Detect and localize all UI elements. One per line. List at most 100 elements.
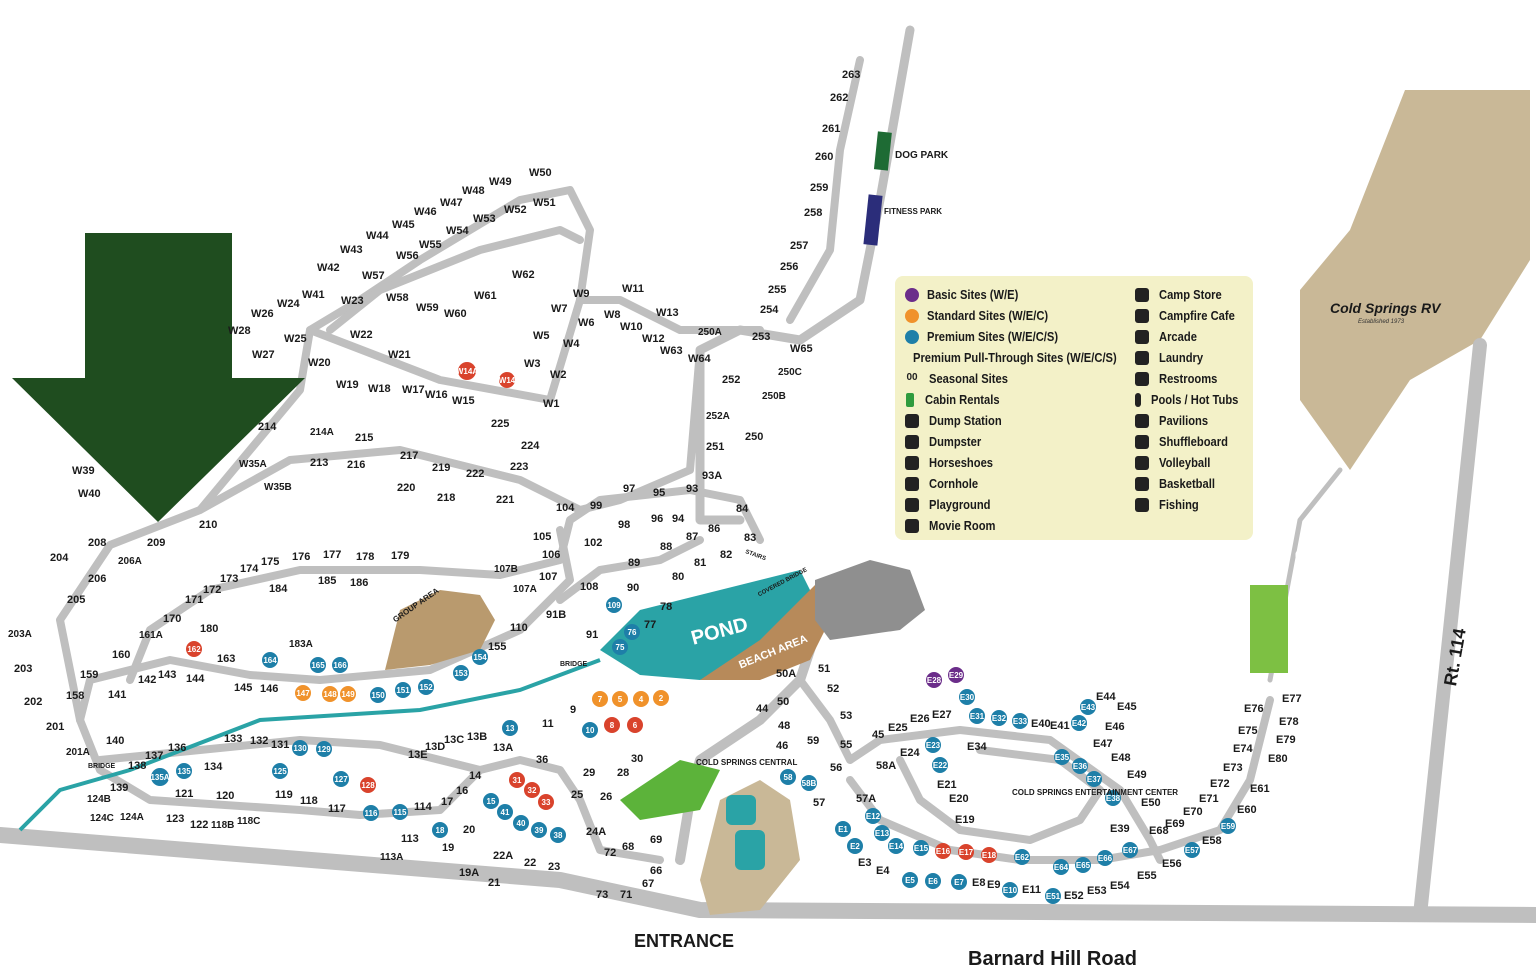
site-badge-blue[interactable]: E57 [1184, 842, 1200, 858]
site-badge-red[interactable]: W14 [499, 372, 516, 388]
site-badge-purple[interactable]: E29 [948, 667, 964, 683]
site-badge-blue[interactable]: 15 [483, 793, 499, 809]
site-badge-orange[interactable]: 147 [295, 685, 311, 701]
site-badge-orange[interactable]: 149 [340, 686, 356, 702]
site-badge-blue[interactable]: 76 [624, 624, 640, 640]
sports-field[interactable]: SPORTS FIELD [1250, 550, 1306, 673]
site-badge-blue[interactable]: E42 [1071, 715, 1087, 731]
site-badge-orange[interactable]: 4 [633, 691, 649, 707]
site-badge-blue[interactable]: 38 [550, 827, 566, 843]
site-badge-blue[interactable]: E62 [1014, 849, 1030, 865]
site-badge-blue[interactable]: E12 [865, 808, 881, 824]
site-badge-blue[interactable]: 166 [332, 657, 348, 673]
site-badge-blue[interactable]: E51 [1045, 888, 1061, 904]
site-label: 145 [234, 682, 252, 694]
site-badge-blue[interactable]: E23 [925, 737, 941, 753]
site-badge-blue[interactable]: 164 [262, 652, 278, 668]
site-badge-blue[interactable]: 109 [606, 597, 622, 613]
site-badge-blue[interactable]: 135 [176, 763, 192, 779]
site-badge-orange[interactable]: 5 [612, 691, 628, 707]
site-badge-blue[interactable]: E36 [1072, 758, 1088, 774]
badge-dot [925, 873, 941, 889]
site-badge-red[interactable]: E17 [958, 844, 974, 860]
site-badge-blue[interactable]: 153 [453, 665, 469, 681]
site-badge-blue[interactable]: E35 [1054, 749, 1070, 765]
site-badge-blue[interactable]: 58 [780, 769, 796, 785]
site-badge-blue[interactable]: 154 [472, 649, 488, 665]
site-badge-orange[interactable]: 148 [322, 686, 338, 702]
site-badge-red[interactable]: E18 [981, 847, 997, 863]
site-badge-blue[interactable]: E14 [888, 838, 904, 854]
site-badge-blue[interactable]: 130 [292, 740, 308, 756]
badge-text: E14 [889, 842, 904, 851]
site-badge-blue[interactable]: 10 [582, 722, 598, 738]
site-badge-blue[interactable]: 115 [392, 804, 408, 820]
site-badge-blue[interactable]: E65 [1075, 857, 1091, 873]
site-badge-red[interactable]: W14A [456, 362, 478, 380]
badge-dot [606, 597, 622, 613]
site-badge-orange[interactable]: 7 [592, 691, 608, 707]
site-badge-blue[interactable]: 151 [395, 682, 411, 698]
site-badge-blue[interactable]: 40 [513, 815, 529, 831]
site-badge-blue[interactable]: E2 [847, 838, 863, 854]
site-badge-blue[interactable]: E38 [1105, 790, 1121, 806]
site-badge-blue[interactable]: 127 [333, 771, 349, 787]
pool-2 [735, 830, 765, 870]
site-badge-red[interactable]: 128 [360, 777, 376, 793]
site-badge-blue[interactable]: E43 [1080, 699, 1096, 715]
site-label: 204 [50, 552, 69, 564]
site-badge-blue[interactable]: 13 [502, 720, 518, 736]
site-badge-blue[interactable]: E66 [1097, 850, 1113, 866]
site-badge-blue[interactable]: E1 [835, 821, 851, 837]
site-badge-red[interactable]: 6 [627, 717, 643, 733]
site-label: W61 [474, 290, 497, 302]
site-badge-purple[interactable]: E28 [926, 672, 942, 688]
site-badge-blue[interactable]: E7 [951, 874, 967, 890]
site-badge-red[interactable]: 8 [604, 717, 620, 733]
site-badge-blue[interactable]: E59 [1220, 818, 1236, 834]
site-badge-blue[interactable]: E37 [1086, 771, 1102, 787]
site-badge-blue[interactable]: E33 [1012, 713, 1028, 729]
site-label: 11 [542, 718, 554, 730]
site-badge-blue[interactable]: E31 [969, 708, 985, 724]
site-badge-red[interactable]: 33 [538, 794, 554, 810]
site-badge-blue[interactable]: 125 [272, 763, 288, 779]
site-badge-red[interactable]: 31 [509, 772, 525, 788]
site-badge-red[interactable]: 162 [186, 641, 202, 657]
site-badge-blue[interactable]: 165 [310, 657, 326, 673]
site-badge-blue[interactable]: 39 [531, 822, 547, 838]
dog-park[interactable] [873, 131, 892, 171]
site-badge-blue[interactable]: 135A [150, 768, 170, 786]
site-badge-blue[interactable]: 129 [316, 741, 332, 757]
site-badge-red[interactable]: 32 [524, 782, 540, 798]
site-badge-blue[interactable]: 75 [612, 639, 628, 655]
site-label: 89 [628, 557, 640, 569]
site-badge-blue[interactable]: 150 [370, 687, 386, 703]
site-badge-red[interactable]: E16 [935, 843, 951, 859]
site-badge-blue[interactable]: E30 [959, 689, 975, 705]
site-badge-blue[interactable]: E64 [1053, 859, 1069, 875]
fitness-park[interactable] [863, 194, 883, 246]
site-label: 161A [139, 630, 163, 641]
site-badge-orange[interactable]: 2 [653, 690, 669, 706]
site-badge-blue[interactable]: 18 [432, 822, 448, 838]
badge-text: 39 [535, 826, 544, 835]
site-badge-blue[interactable]: E22 [932, 757, 948, 773]
site-badge-blue[interactable]: E5 [902, 872, 918, 888]
badge-dot [360, 777, 376, 793]
site-badge-blue[interactable]: E13 [874, 825, 890, 841]
site-label: E79 [1276, 734, 1296, 746]
site-badge-blue[interactable]: 41 [497, 804, 513, 820]
badge-dot [1002, 882, 1018, 898]
badge-dot [1122, 842, 1138, 858]
site-badge-blue[interactable]: 152 [418, 679, 434, 695]
site-badge-blue[interactable]: E67 [1122, 842, 1138, 858]
site-badge-blue[interactable]: E32 [991, 710, 1007, 726]
badge-text: E1 [838, 825, 848, 834]
site-badge-blue[interactable]: 116 [363, 805, 379, 821]
site-badge-blue[interactable]: 58B [801, 775, 817, 791]
site-badge-blue[interactable]: E6 [925, 873, 941, 889]
site-badge-blue[interactable]: E15 [913, 840, 929, 856]
site-label: 48 [778, 720, 790, 732]
site-badge-blue[interactable]: E10 [1002, 882, 1018, 898]
